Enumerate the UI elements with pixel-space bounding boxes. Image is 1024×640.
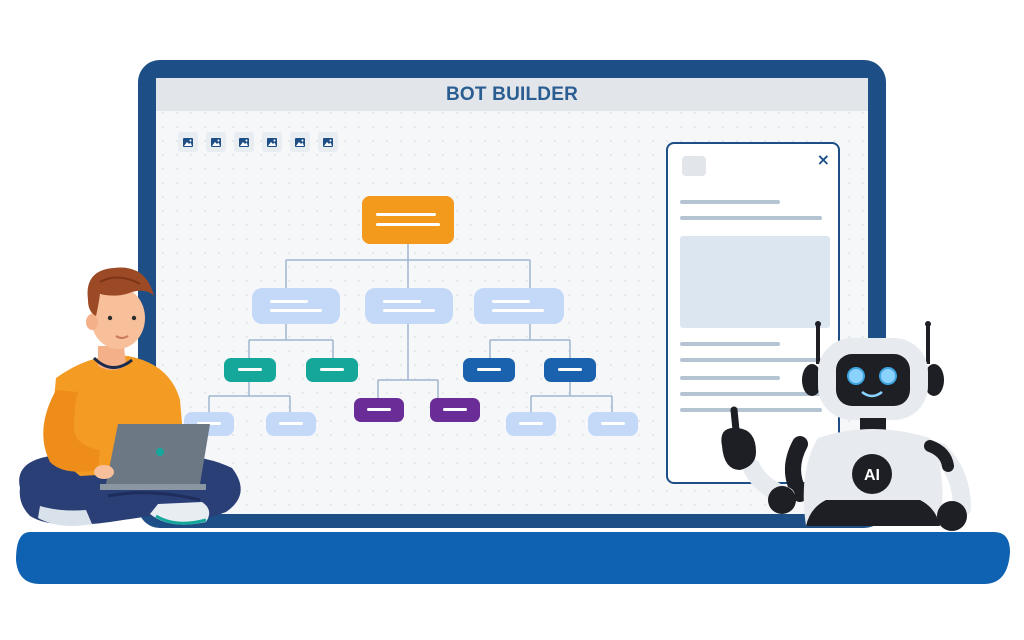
panel-text-line (680, 200, 780, 204)
image-icon (295, 137, 305, 147)
panel-text-line (680, 216, 822, 220)
panel-text-line (680, 392, 822, 396)
toolbar-image-button-4[interactable] (262, 132, 282, 152)
panel-text-line (680, 376, 780, 380)
panel-text-line (680, 342, 780, 346)
panel-image-placeholder (680, 236, 830, 328)
image-icon (267, 137, 277, 147)
app-title: BOT BUILDER (445, 83, 579, 105)
flow-node-blue-1[interactable] (463, 358, 515, 382)
toolbar-image-button-1[interactable] (178, 132, 198, 152)
flow-node-l1-right[interactable] (474, 288, 564, 324)
toolbar (178, 132, 338, 152)
bot-builder-screen: BOT BUILDER (156, 78, 868, 514)
image-icon (239, 137, 249, 147)
flow-node-teal-1[interactable] (224, 358, 276, 382)
image-icon (323, 137, 333, 147)
flow-node-l1-middle[interactable] (365, 288, 453, 324)
flow-node-l3-2[interactable] (266, 412, 316, 436)
flow-chart (208, 244, 613, 412)
flow-node-root[interactable] (362, 196, 454, 244)
image-icon (211, 137, 221, 147)
panel-avatar (682, 156, 706, 176)
title-bar: BOT BUILDER (156, 78, 868, 111)
ai-badge: AI (864, 467, 880, 484)
panel-text-line (680, 358, 822, 362)
toolbar-image-button-3[interactable] (234, 132, 254, 152)
flow-node-teal-2[interactable] (306, 358, 358, 382)
chat-preview-panel: × (666, 142, 840, 484)
flow-node-blue-2[interactable] (544, 358, 596, 382)
flow-node-l3-4[interactable] (588, 412, 638, 436)
panel-text-line (680, 408, 822, 412)
image-icon (183, 137, 193, 147)
flow-node-purple-1[interactable] (354, 398, 404, 422)
close-icon[interactable]: × (816, 150, 830, 169)
toolbar-image-button-2[interactable] (206, 132, 226, 152)
flow-connectors (208, 244, 613, 412)
flow-node-purple-2[interactable] (430, 398, 480, 422)
flow-node-l3-3[interactable] (506, 412, 556, 436)
flow-node-l1-left[interactable] (252, 288, 340, 324)
toolbar-image-button-5[interactable] (290, 132, 310, 152)
toolbar-image-button-6[interactable] (318, 132, 338, 152)
